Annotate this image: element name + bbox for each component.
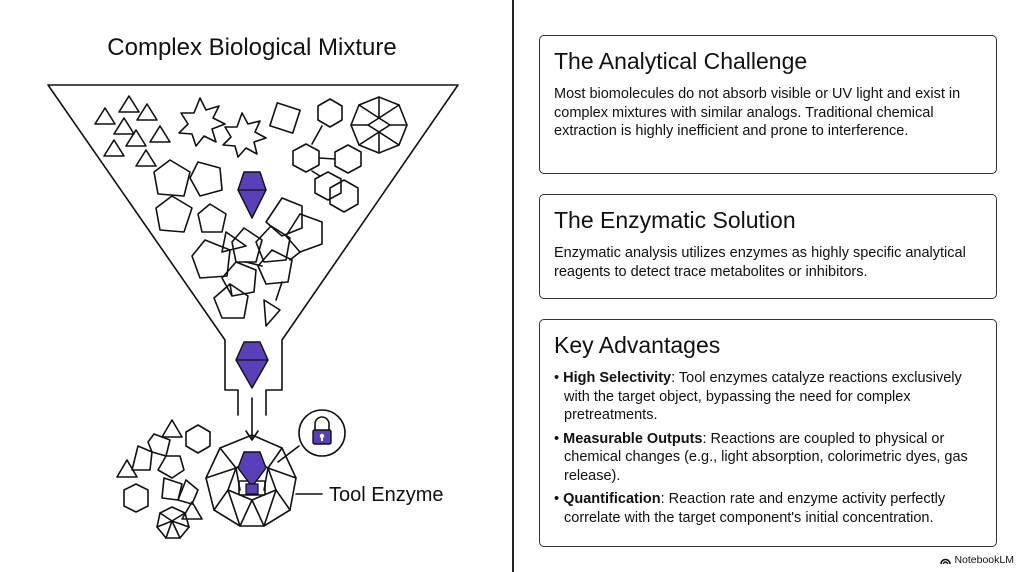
pentagon-cluster (153, 159, 323, 327)
card-body: Most biomolecules do not absorb visible … (554, 86, 961, 139)
advantage-term: Measurable Outputs (563, 430, 703, 447)
card-title: The Enzymatic Solution (554, 207, 796, 233)
mixture-illustration-panel: Complex Biological Mixture (47, 34, 459, 539)
advantage-text: : Reaction rate and enzyme activity perf… (564, 491, 946, 526)
hexagon-chain (292, 98, 362, 213)
star-shape-2 (222, 112, 267, 158)
advantages-list: • High Selectivity: Tool enzymes catalyz… (554, 369, 982, 527)
advantage-term: High Selectivity (563, 370, 672, 386)
card-title: Key Advantages (554, 332, 721, 358)
mixture-title: Complex Biological Mixture (107, 34, 397, 61)
lock-icon (277, 409, 346, 463)
triangle-shapes (94, 95, 171, 167)
funnel-outline (47, 84, 459, 416)
tool-enzyme-shape (205, 434, 323, 527)
bullet: • (554, 430, 560, 447)
list-item: • Quantification: Reaction rate and enzy… (554, 490, 982, 527)
geodesic-shape (350, 96, 408, 154)
advantage-text: : Tool enzymes catalyze reactions exclus… (564, 370, 962, 423)
bullet: • (554, 491, 560, 507)
target-molecule (237, 171, 267, 219)
panel-divider (512, 0, 514, 572)
notebooklm-logo-icon (940, 558, 952, 564)
analytical-challenge-card: The Analytical Challenge Most biomolecul… (539, 35, 997, 174)
list-item: • High Selectivity: Tool enzymes catalyz… (554, 369, 982, 425)
advantage-text: : Reactions are coupled to physical or c… (564, 430, 968, 484)
tool-enzyme-label: Tool Enzyme (329, 484, 444, 506)
bullet: • (554, 370, 560, 386)
advantage-term: Quantification (563, 491, 661, 507)
square-shape (269, 102, 301, 134)
notebooklm-watermark: NotebookLM (940, 554, 1014, 566)
card-body: Enzymatic analysis utilizes enzymes as h… (554, 245, 966, 280)
scattered-shapes (116, 419, 211, 539)
target-molecule-bound (237, 451, 267, 485)
enzymatic-solution-card: The Enzymatic Solution Enzymatic analysi… (539, 194, 997, 299)
brand-name: NotebookLM (954, 554, 1014, 566)
star-shape (178, 97, 226, 147)
list-item: • Measurable Outputs: Reactions are coup… (554, 430, 982, 486)
funnel-diagram (47, 84, 459, 539)
target-molecule-2 (235, 341, 269, 389)
key-advantages-card: Key Advantages • High Selectivity: Tool … (539, 319, 997, 547)
card-title: The Analytical Challenge (554, 48, 808, 74)
